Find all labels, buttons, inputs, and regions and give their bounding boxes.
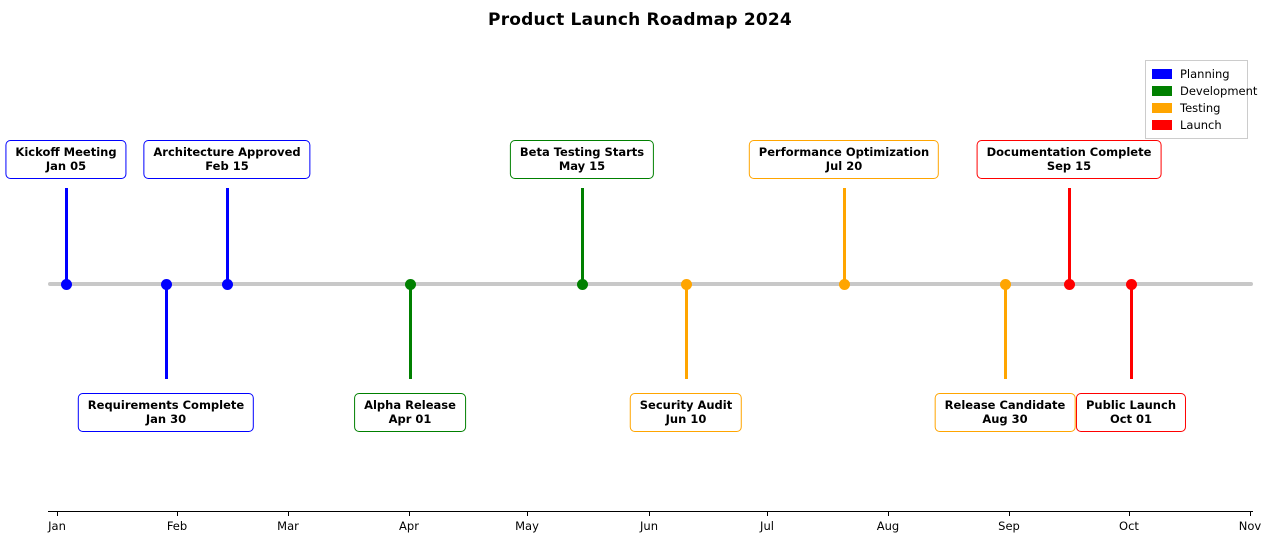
axis-tick (1129, 512, 1130, 516)
event-marker[interactable] (404, 278, 416, 290)
event-name: Beta Testing Starts (519, 145, 645, 159)
event-date: Sep 15 (1046, 159, 1092, 173)
event-marker[interactable] (1125, 278, 1137, 290)
event-name: Public Launch (1085, 398, 1177, 412)
event-marker[interactable] (1063, 278, 1075, 290)
page-title: Product Launch Roadmap 2024 (488, 10, 792, 30)
event-stem (164, 284, 168, 379)
event-date: Oct 01 (1109, 412, 1153, 426)
event-stem (580, 188, 584, 284)
axis-tick (649, 512, 650, 516)
event-name: Requirements Complete (87, 398, 245, 412)
axis-tick (767, 512, 768, 516)
axis-tick (888, 512, 889, 516)
event-date: Jan 05 (45, 159, 87, 173)
axis-tick-label: Jun (640, 519, 658, 533)
axis-tick-label: Mar (277, 519, 299, 533)
axis-tick-label: Feb (166, 519, 188, 533)
axis-tick (1250, 512, 1251, 516)
event-name: Architecture Approved (153, 145, 301, 159)
legend-item-launch[interactable]: Launch (1152, 116, 1241, 133)
axis-tick-label: Apr (399, 519, 419, 533)
legend-swatch-icon (1152, 68, 1172, 79)
event-name: Security Audit (639, 398, 733, 412)
event-name: Documentation Complete (986, 145, 1152, 159)
legend-swatch-icon (1152, 85, 1172, 96)
timeline-baseline (48, 282, 1253, 286)
event-stem (408, 284, 412, 379)
legend-item-testing[interactable]: Testing (1152, 99, 1241, 116)
event-name: Performance Optimization (758, 145, 930, 159)
axis-tick (1009, 512, 1010, 516)
event-stem (684, 284, 688, 379)
legend-item-label: Planning (1180, 66, 1230, 81)
legend-swatch-icon (1152, 119, 1172, 130)
axis-tick-label: Sep (998, 519, 1020, 533)
axis-tick (288, 512, 289, 516)
event-stem (842, 188, 846, 284)
event-stem (1129, 284, 1133, 379)
axis-tick-label: Oct (1119, 519, 1139, 533)
axis-tick (409, 512, 410, 516)
event-marker[interactable] (60, 278, 72, 290)
event-date: Jul 20 (825, 159, 863, 173)
event-date: Aug 30 (982, 412, 1028, 426)
axis-tick-label: Aug (876, 519, 900, 533)
axis-tick (527, 512, 528, 516)
axis-tick-label: Nov (1238, 519, 1262, 533)
event-marker[interactable] (160, 278, 172, 290)
x-axis-spine (48, 511, 1253, 512)
event-stem (1067, 188, 1071, 284)
event-stem (225, 188, 229, 284)
event-stem (1003, 284, 1007, 379)
legend-item-label: Testing (1180, 100, 1221, 115)
legend-item-label: Development (1180, 83, 1258, 98)
event-name: Alpha Release (364, 398, 456, 412)
axis-tick-label: May (515, 519, 539, 533)
axis-tick-label: Jul (760, 519, 774, 533)
event-marker[interactable] (221, 278, 233, 290)
legend-item-label: Launch (1180, 117, 1222, 132)
axis-tick (57, 512, 58, 516)
event-date: Apr 01 (388, 412, 432, 426)
legend-item-development[interactable]: Development (1152, 82, 1257, 99)
event-marker[interactable] (999, 278, 1011, 290)
legend-item-planning[interactable]: Planning (1152, 65, 1241, 82)
axis-tick (177, 512, 178, 516)
event-date: Jan 30 (145, 412, 187, 426)
event-marker[interactable] (680, 278, 692, 290)
event-name: Kickoff Meeting (15, 145, 117, 159)
axis-tick-label: Jan (48, 519, 66, 533)
legend-swatch-icon (1152, 102, 1172, 113)
event-date: Jun 10 (665, 412, 707, 426)
event-marker[interactable] (838, 278, 850, 290)
event-stem (64, 188, 68, 284)
event-date: May 15 (558, 159, 606, 173)
event-name: Release Candidate (944, 398, 1066, 412)
event-date: Feb 15 (205, 159, 249, 173)
event-marker[interactable] (576, 278, 588, 290)
